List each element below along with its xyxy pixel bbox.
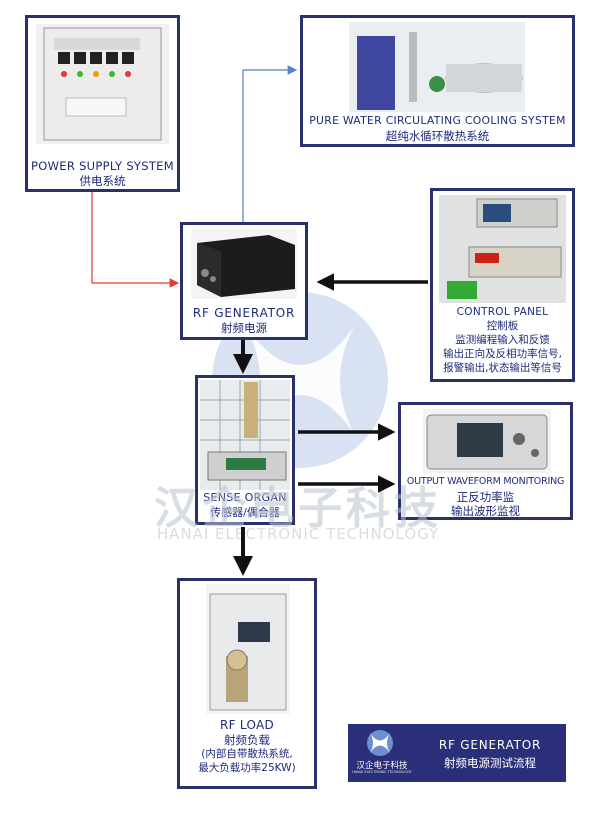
cooling-label-en: PURE WATER CIRCULATING COOLING SYSTEM: [309, 114, 566, 127]
rf-generator-label-en: RF GENERATOR: [192, 306, 296, 320]
badge-subtitle: 射频电源测试流程: [444, 756, 536, 770]
rf-load-note-2: 最大负载功率25KW): [198, 762, 296, 774]
power-supply-box: POWER SUPPLY SYSTEM 供电系统: [25, 15, 180, 192]
generator-to-cooling-line: [242, 65, 298, 222]
control-panel-title: CONTROL PANEL: [456, 306, 549, 318]
sense-organ-label-cn: 传感器/偶合器: [210, 506, 280, 519]
waveform-monitor-box: OUTPUT WAVEFORM MONITORING 正反功率监 输出波形监视: [398, 402, 573, 520]
watermark-text-en: HANAI ELECTRONIC TECHNOLOGY: [156, 525, 440, 543]
cooling-label-cn: 超纯水循环散热系统: [385, 129, 490, 143]
rf-load-photo: [206, 584, 290, 714]
rf-load-label-cn: 射频负载: [224, 733, 270, 747]
badge-logo-cn: 汉企电子科技: [356, 761, 408, 771]
power-supply-label-en: POWER SUPPLY SYSTEM: [31, 159, 174, 173]
oscilloscope-photo: [423, 409, 551, 473]
waveform-label-cn-1: 正反功率监: [456, 490, 515, 504]
control-panel-photo: [439, 195, 566, 303]
power-supply-label-cn: 供电系统: [79, 174, 126, 188]
rf-generator-label-cn: 射频电源: [221, 321, 267, 335]
cooling-system-photo: [349, 22, 525, 112]
badge-title: RF GENERATOR: [438, 738, 542, 752]
sense-organ-label-en: SENSE ORGAN: [203, 491, 287, 504]
sense-organ-photo: [200, 380, 290, 490]
rf-generator-photo: [191, 229, 297, 299]
rf-load-label-en: RF LOAD: [219, 718, 275, 732]
sense-organ-box: SENSE ORGAN 传感器/偶合器: [195, 375, 295, 525]
control-panel-line-2: 监测编程输入和反馈: [455, 334, 550, 346]
title-badge: 汉企电子科技 HANAI ELECTRONIC TECHNOLOGY RF GE…: [348, 724, 566, 782]
control-panel-line-4: 报警输出,状态输出等信号: [443, 362, 562, 374]
cooling-system-box: PURE WATER CIRCULATING COOLING SYSTEM 超纯…: [300, 15, 575, 147]
rf-load-note-1: (内部自带散热系统,: [201, 748, 293, 760]
power-cabinet-photo: [36, 24, 169, 144]
waveform-label-en: OUTPUT WAVEFORM MONITORING: [406, 476, 565, 487]
rf-load-box: RF LOAD 射频负载 (内部自带散热系统, 最大负载功率25KW): [177, 578, 317, 789]
control-panel-line-3: 输出正向及反相功率信号,: [443, 348, 562, 360]
rf-generator-box: RF GENERATOR 射频电源: [180, 222, 308, 340]
waveform-label-cn-2: 输出波形监视: [451, 504, 520, 518]
badge-logo-en: HANAI ELECTRONIC TECHNOLOGY: [352, 770, 412, 774]
control-panel-box: CONTROL PANEL 控制板 监测编程输入和反馈 输出正向及反相功率信号,…: [430, 188, 575, 382]
control-panel-line-1: 控制板: [486, 320, 519, 332]
power-to-generator-line: [91, 192, 180, 288]
badge-logo-icon: [362, 728, 398, 758]
